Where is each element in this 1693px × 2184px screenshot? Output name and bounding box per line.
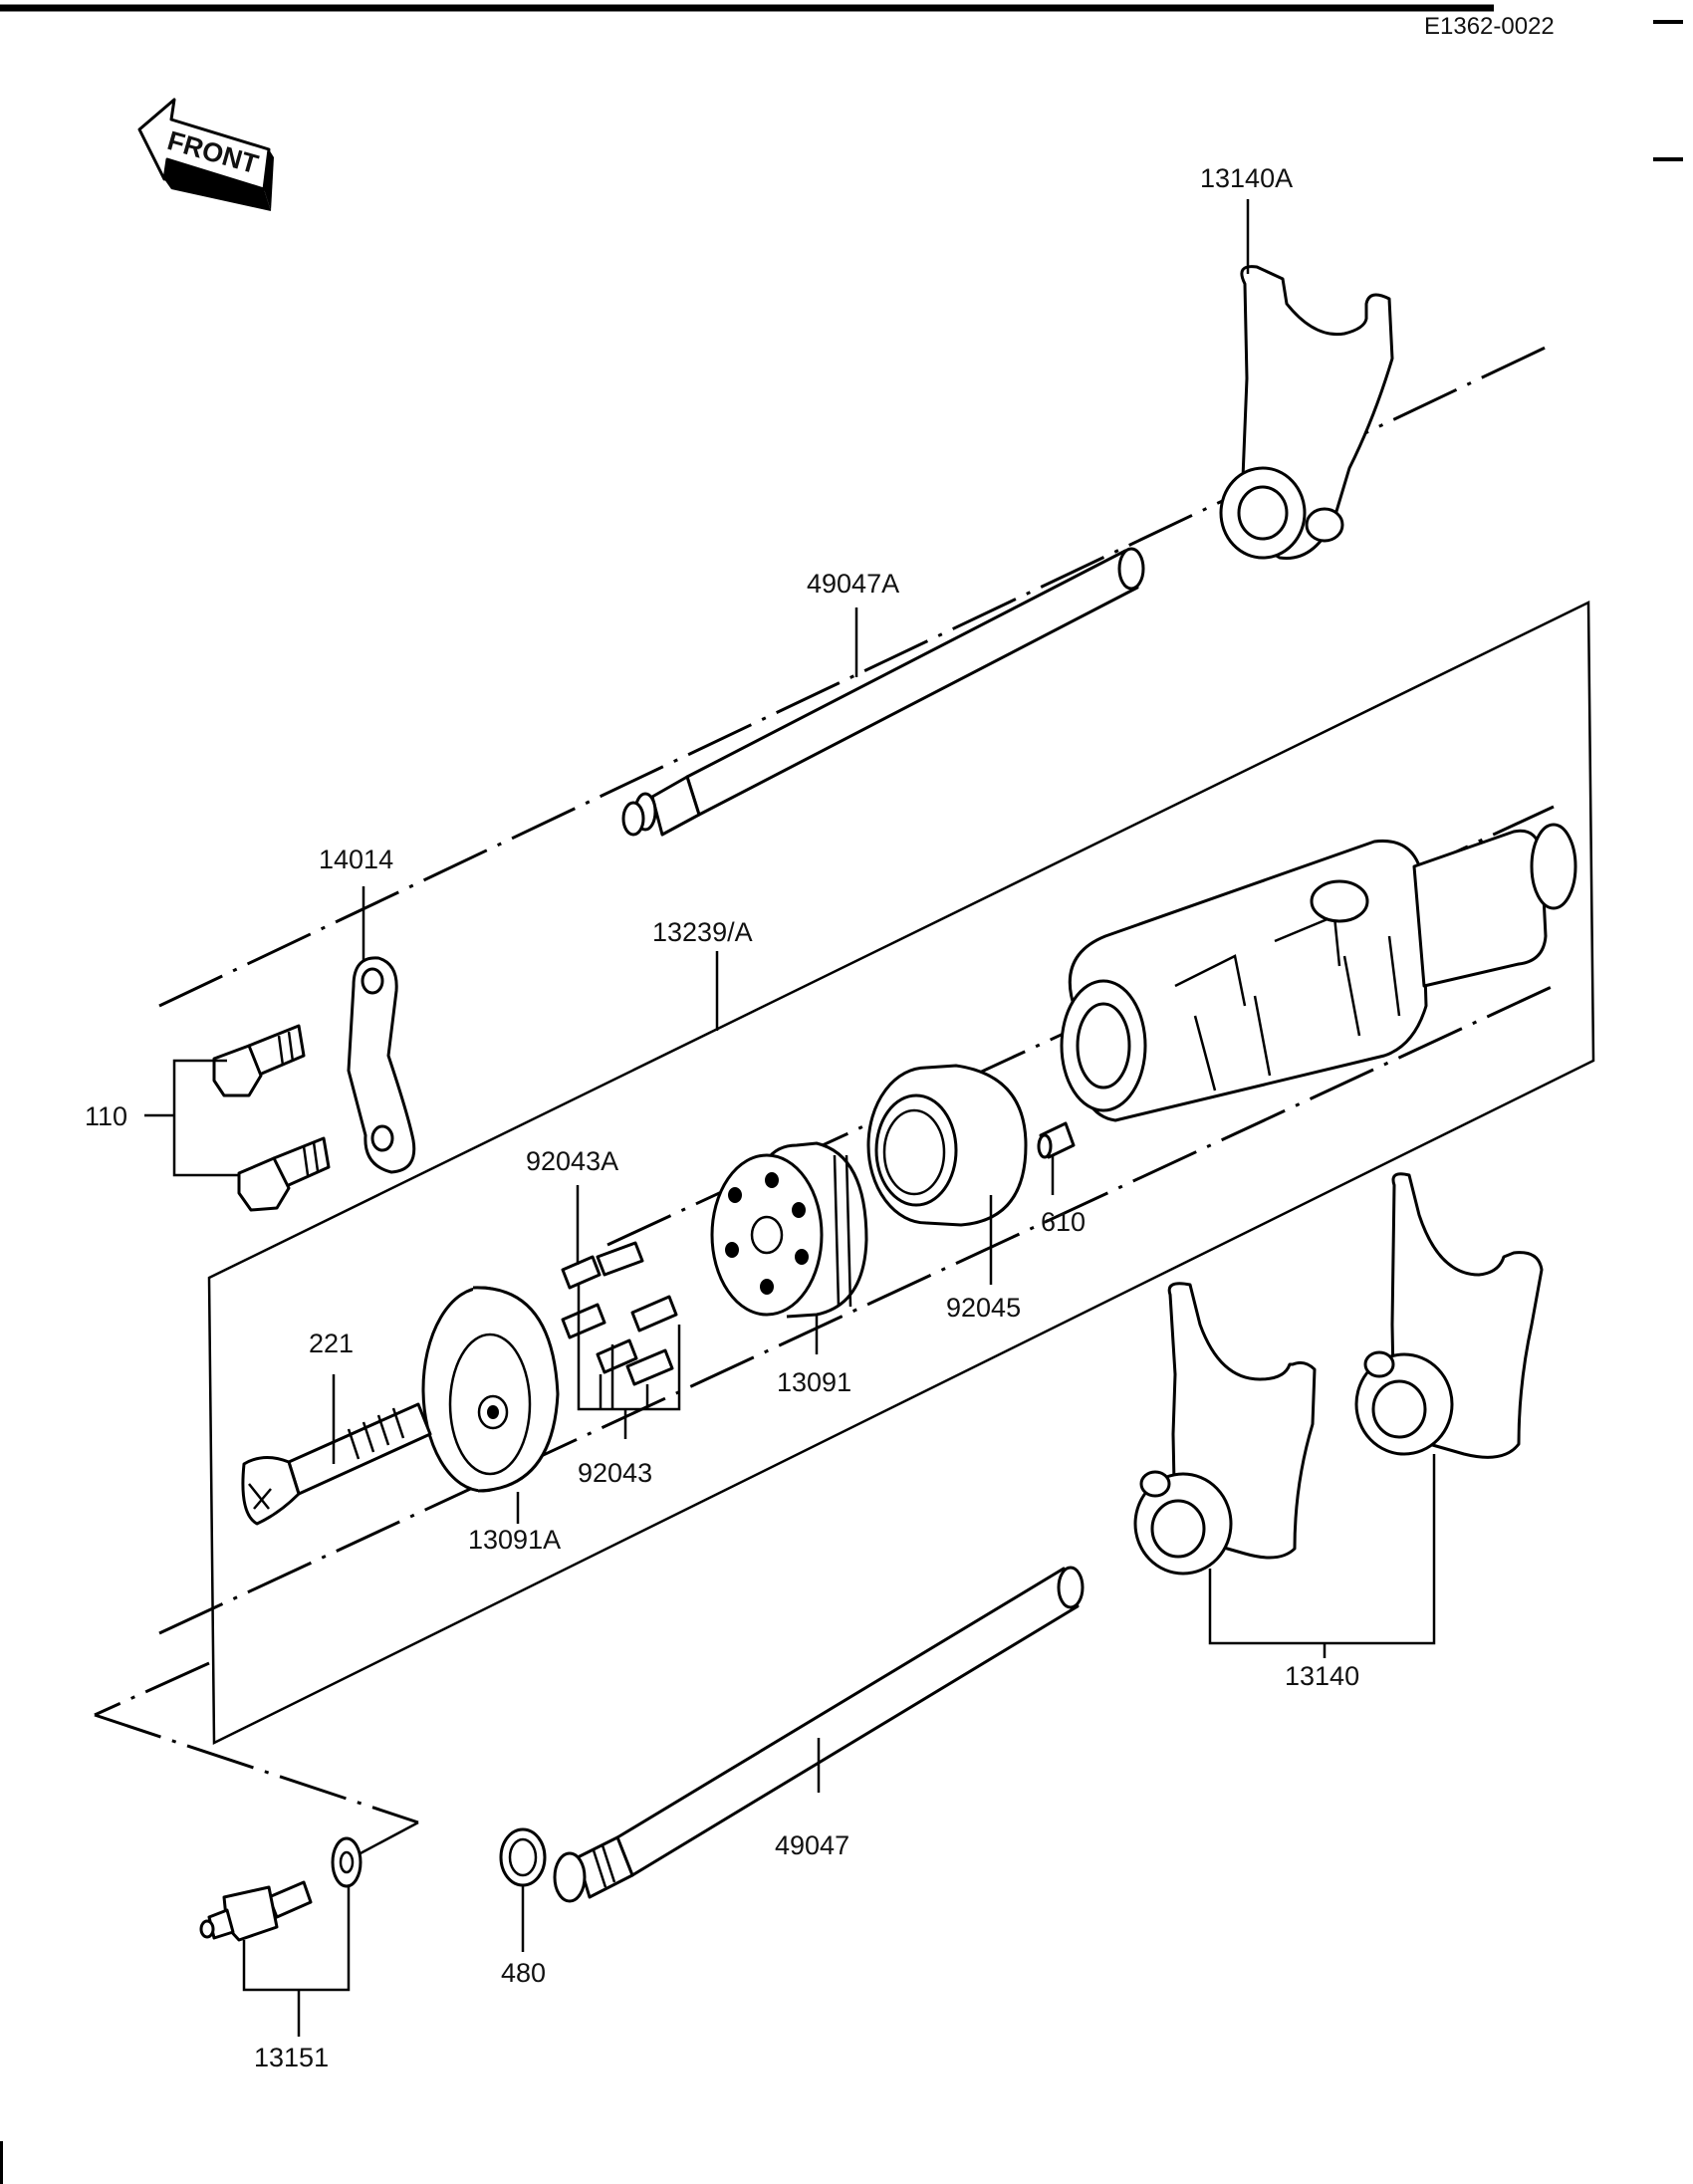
label-110: 110 [85,1101,127,1131]
label-92043: 92043 [578,1458,652,1488]
label-49047: 49047 [775,1830,849,1860]
switch-bracket-line [94,1661,210,1717]
assembly-outline-box [207,601,1595,1746]
circlip-480 [499,1827,547,1887]
cover-plate-13091A [421,1286,560,1493]
label-92043A: 92043A [526,1146,618,1176]
label-13091A: 13091A [468,1525,561,1555]
shift-fork-13140A [1219,265,1394,560]
shift-drum-13239 [1060,823,1577,1122]
shift-rod-49047 [553,1566,1085,1903]
label-13140A: 13140A [1200,163,1293,193]
pin-610 [1037,1121,1076,1159]
screw-221 [241,1402,432,1526]
label-13239-A: 13239/A [652,917,753,947]
plate-14014 [347,956,416,1174]
bearing-92045 [866,1064,1028,1227]
label-49047A: 49047A [807,569,899,599]
label-92045: 92045 [946,1293,1021,1323]
label-610: 610 [1041,1207,1086,1237]
diagram-code: E1362-0022 [1424,13,1555,40]
shift-fork-13140-left [1133,1282,1317,1576]
pins-92043 [561,1241,678,1386]
label-14014: 14014 [319,845,393,874]
shift-rod-49047A [621,547,1145,837]
label-221: 221 [309,1329,354,1358]
label-13140: 13140 [1285,1661,1359,1691]
label-13151: 13151 [254,2043,329,2072]
label-480: 480 [501,1958,546,1988]
front-arrow-icon: FRONT [137,98,274,211]
bolt-110-lower [237,1136,331,1212]
shift-fork-13140-right [1354,1172,1544,1459]
lower-centerline [158,984,1555,1635]
neutral-switch-13151 [199,1836,363,1942]
switch-bracket-line [94,1713,419,1824]
leader-lines [144,199,1436,2037]
label-13091: 13091 [777,1367,851,1397]
bolt-110-upper [212,1024,306,1097]
drum-gear-13091 [710,1141,868,1319]
